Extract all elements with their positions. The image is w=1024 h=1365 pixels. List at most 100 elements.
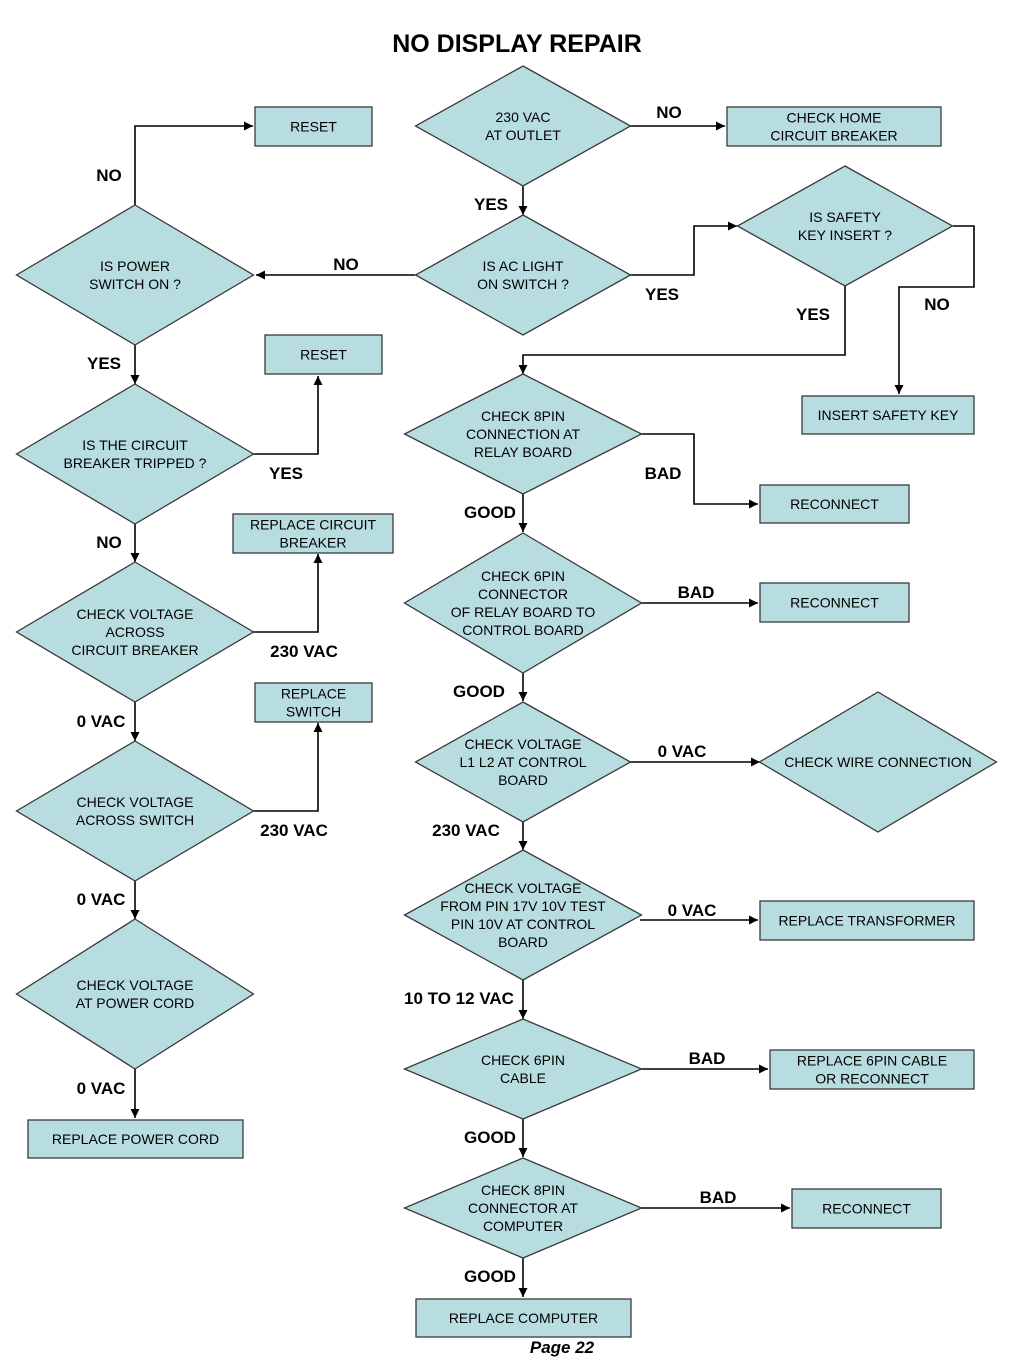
edge-label-relay6-bad: BAD bbox=[678, 583, 715, 602]
node-shape bbox=[264, 334, 383, 375]
decision-6pin-cable: CHECK 6PIN CABLE bbox=[402, 1018, 644, 1120]
decision-pin-17v-voltage: CHECK VOLTAGE FROM PIN 17V 10V TEST PIN 10… bbox=[403, 849, 643, 981]
node-label-line: CABLE bbox=[500, 1070, 546, 1086]
decision-wire-connection: CHECK WIRE CONNECTION bbox=[758, 691, 998, 833]
action-replace-transformer: REPLACE TRANSFORMER bbox=[759, 900, 975, 941]
action-reconnect-8pin-relay: RECONNECT bbox=[759, 484, 910, 524]
edge-label-safety-no: NO bbox=[924, 295, 950, 314]
node-label-line: 230 VAC bbox=[496, 109, 551, 125]
node-shape bbox=[759, 582, 910, 623]
node-label-line: CONNECTOR bbox=[478, 586, 568, 602]
node-label-line: CONTROL BOARD bbox=[462, 622, 584, 638]
node-label-line: IS AC LIGHT bbox=[483, 258, 564, 274]
edge-label-power-switch-no: NO bbox=[96, 166, 122, 185]
node-label-line: BREAKER bbox=[280, 535, 347, 551]
node-label-line: RESET bbox=[300, 347, 347, 363]
node-label-line: INSERT SAFETY KEY bbox=[818, 407, 959, 423]
node-label-line: SWITCH ON ? bbox=[89, 276, 181, 292]
node-label-line: CHECK VOLTAGE bbox=[465, 736, 582, 752]
action-replace-computer: REPLACE COMPUTER bbox=[415, 1298, 632, 1338]
node-label-line: CONNECTOR AT bbox=[468, 1200, 578, 1216]
node-label-line: RESET bbox=[290, 119, 337, 135]
node-label-line: REPLACE TRANSFORMER bbox=[778, 913, 955, 929]
node-label-line: BOARD bbox=[498, 934, 548, 950]
page-number: Page 22 bbox=[530, 1338, 595, 1357]
edge-label-l1l2-230: 230 VAC bbox=[432, 821, 500, 840]
node-label-line: RECONNECT bbox=[790, 595, 879, 611]
node-label-line: IS POWER bbox=[100, 258, 170, 274]
node-shape bbox=[759, 900, 975, 941]
edge-label-outlet-no: NO bbox=[656, 103, 682, 122]
node-label-line: IS SAFETY bbox=[809, 209, 881, 225]
edge-label-breaker-0: 0 VAC bbox=[77, 712, 126, 731]
node-label-line: REPLACE CIRCUIT bbox=[250, 517, 376, 533]
node-label-line: IS THE CIRCUIT bbox=[82, 437, 188, 453]
node-shape bbox=[414, 701, 632, 823]
node-label-line: REPLACE COMPUTER bbox=[449, 1310, 598, 1326]
node-shape bbox=[402, 1018, 644, 1120]
action-reset-breaker: RESET bbox=[264, 334, 383, 375]
node-label-line: OR RECONNECT bbox=[815, 1071, 929, 1087]
edge-label-cable6-good: GOOD bbox=[464, 1128, 516, 1147]
edge-label-l1l2-0: 0 VAC bbox=[658, 742, 707, 761]
node-shape bbox=[791, 1188, 942, 1229]
node-label-line: ON SWITCH ? bbox=[477, 276, 569, 292]
node-label-line: ACROSS SWITCH bbox=[76, 812, 194, 828]
node-shape bbox=[232, 513, 394, 554]
decision-outlet-voltage: 230 VAC AT OUTLET bbox=[414, 65, 632, 187]
node-label-line: CHECK WIRE CONNECTION bbox=[784, 754, 971, 770]
node-shape bbox=[254, 682, 373, 723]
node-label-line: KEY INSERT ? bbox=[798, 227, 892, 243]
node-label-line: CHECK VOLTAGE bbox=[77, 977, 194, 993]
connector-lines bbox=[130, 121, 975, 1297]
node-shape bbox=[402, 1157, 644, 1259]
node-label-line: FROM PIN 17V 10V TEST bbox=[440, 898, 606, 914]
node-label-line: BOARD bbox=[498, 772, 548, 788]
edge-label-breaker-230: 230 VAC bbox=[270, 642, 338, 661]
node-label-line: RELAY BOARD bbox=[474, 444, 572, 460]
edge-label-relay8-good: GOOD bbox=[464, 503, 516, 522]
node-shape bbox=[15, 204, 255, 346]
node-label-line: CHECK VOLTAGE bbox=[77, 606, 194, 622]
node-label-line: AT POWER CORD bbox=[76, 995, 195, 1011]
node-shape bbox=[414, 65, 632, 187]
node-label-line: COMPUTER bbox=[483, 1218, 563, 1234]
node-label-line: AT OUTLET bbox=[485, 127, 561, 143]
decision-power-switch: IS POWER SWITCH ON ? bbox=[15, 204, 255, 346]
node-label-line: CIRCUIT BREAKER bbox=[770, 128, 897, 144]
edge-label-pin17-10: 10 TO 12 VAC bbox=[404, 989, 514, 1008]
node-shape bbox=[726, 106, 942, 147]
decision-safety-key: IS SAFETY KEY INSERT ? bbox=[736, 165, 954, 287]
node-label-line: BREAKER TRIPPED ? bbox=[64, 455, 207, 471]
node-label-line: CHECK 6PIN bbox=[481, 1052, 565, 1068]
edge-label-outlet-yes: YES bbox=[474, 195, 508, 214]
action-reset-power: RESET bbox=[254, 106, 373, 147]
node-shape bbox=[736, 165, 954, 287]
node-label-line: CHECK VOLTAGE bbox=[465, 880, 582, 896]
node-shape bbox=[15, 740, 255, 882]
node-label-line: OF RELAY BOARD TO bbox=[451, 604, 596, 620]
node-label-line: RECONNECT bbox=[822, 1201, 911, 1217]
node-shape bbox=[414, 214, 632, 336]
decision-ac-light: IS AC LIGHT ON SWITCH ? bbox=[414, 214, 632, 336]
edge-label-relay6-good: GOOD bbox=[453, 682, 505, 701]
node-shape bbox=[27, 1119, 244, 1159]
node-shape bbox=[403, 532, 643, 674]
node-shape bbox=[801, 395, 975, 435]
node-label-line: ACROSS bbox=[105, 624, 164, 640]
edge-label-comp8-good: GOOD bbox=[464, 1267, 516, 1286]
edge-label-ac-light-yes: YES bbox=[645, 285, 679, 304]
edge-label-switch-0: 0 VAC bbox=[77, 890, 126, 909]
node-shape bbox=[769, 1049, 975, 1090]
decision-breaker-tripped: IS THE CIRCUIT BREAKER TRIPPED ? bbox=[15, 383, 255, 525]
action-replace-circuit-breaker: REPLACE CIRCUIT BREAKER bbox=[232, 513, 394, 554]
node-label-line: PIN 10V AT CONTROL bbox=[451, 916, 595, 932]
node-shape bbox=[15, 383, 255, 525]
